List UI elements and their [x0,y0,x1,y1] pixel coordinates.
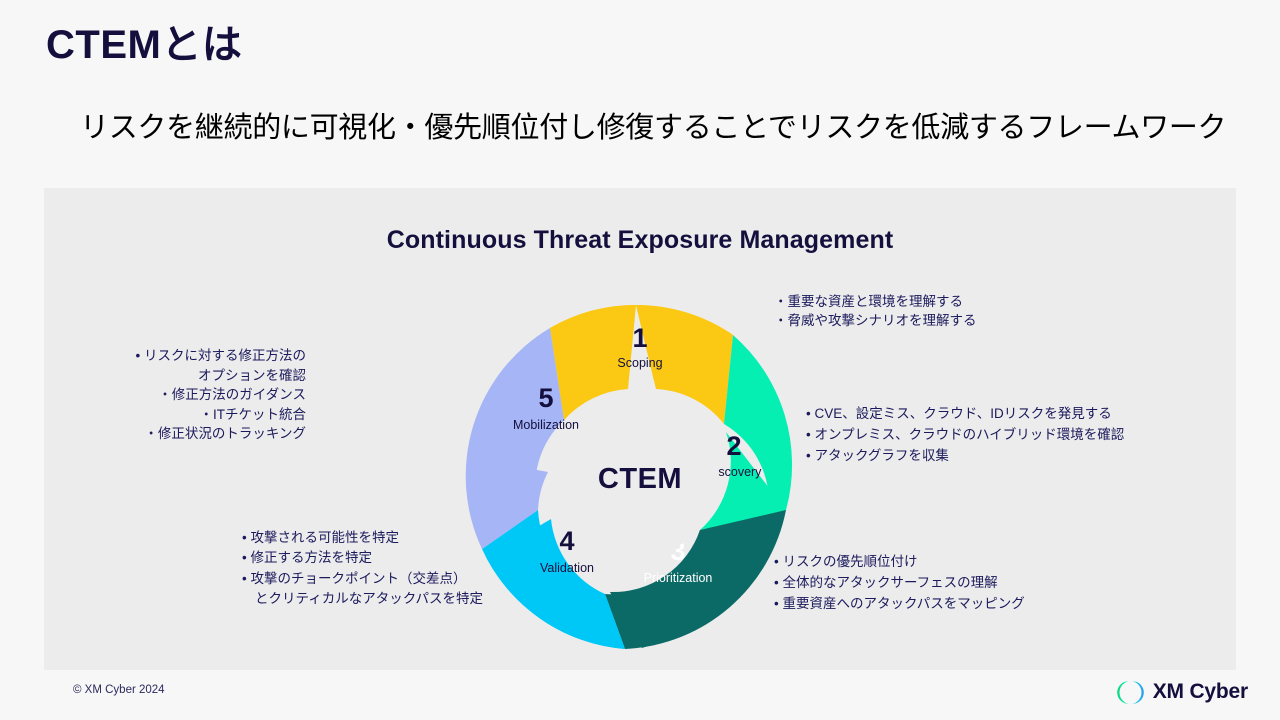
segment-number-1: 1 [632,323,647,353]
segment-label-mobilization: Mobilization [513,418,579,432]
callout-mobilization-bullet-1: • リスクに対する修正方法の [135,348,306,363]
donut-segment-mobilization[interactable]: 5 Mobilization [465,328,579,549]
segment-number-2: 2 [726,431,741,461]
diagram-title: Continuous Threat Exposure Management [386,226,894,254]
segment-label-scoping: Scoping [617,356,662,370]
donut-segment-validation[interactable]: 4 Validation [482,510,625,649]
callout-scoping: ・重要な資産と環境を理解する ・脅威や攻撃シナリオを理解する [774,292,977,330]
callout-prioritization-bullet-1: • リスクの優先順位付け [774,554,918,569]
callout-prioritization: • リスクの優先順位付け • 全体的なアタックサーフェスの理解 • 重要資産への… [774,552,1025,615]
callout-scoping-bullet-2: ・脅威や攻撃シナリオを理解する [774,313,977,329]
callout-prioritization-bullet-2: • 全体的なアタックサーフェスの理解 [774,574,998,590]
callout-validation: • 攻撃される可能性を特定 • 修正する方法を特定 • 攻撃のチョークポイント（… [242,528,483,609]
callout-mobilization-bullet-2: ・修正方法のガイダンス [158,387,306,403]
page-subtitle: リスクを継続的に可視化・優先順位付し修復することでリスクを低減するフレームワーク [80,112,1227,144]
footer-copyright: © XM Cyber 2024 [73,684,165,696]
segment-number-4: 4 [559,526,574,556]
callout-prioritization-bullet-3: • 重要資産へのアタックパスをマッピング [774,595,1025,611]
callout-mobilization-bullet-1-continuation: オプションを確認 [198,367,306,383]
donut-segment-scoping[interactable]: 1 Scoping [550,304,733,424]
logo-wordmark: XM Cyber [1152,680,1248,703]
callout-mobilization: • リスクに対する修正方法の オプションを確認 ・修正方法のガイダンス ・ITチ… [76,346,306,444]
ctem-cycle-diagram: 1 Scoping 2 Discovery 3 Prioritization [442,292,838,662]
callout-scoping-bullet-1: ・重要な資産と環境を理解する [774,294,963,309]
donut-hole [561,398,719,556]
donut-center-label: CTEM [598,463,682,495]
callout-discovery-bullet-2: • オンプレミス、クラウドのハイブリッド環境を確認 [806,426,1125,442]
page-title: CTEMとは [46,23,243,67]
callout-discovery-bullet-3: • アタックグラフを収集 [806,447,949,463]
callout-validation-bullet-3: • 攻撃のチョークポイント（交差点） [242,570,467,586]
callout-discovery-bullet-1: • CVE、設定ミス、クラウド、IDリスクを発見する [806,406,1112,421]
callout-validation-bullet-3-continuation: とクリティカルなアタックパスを特定 [255,590,484,606]
callout-validation-bullet-2: • 修正する方法を特定 [242,550,372,566]
callout-mobilization-bullet-3: ・ITチケット統合 [199,406,307,422]
callout-validation-bullet-1: • 攻撃される可能性を特定 [242,530,399,545]
segment-label-discovery: Discovery [707,465,763,479]
ctem-donut-svg: 1 Scoping 2 Discovery 3 Prioritization [465,304,793,649]
xm-cyber-logo: XM Cyber [1116,678,1248,706]
callout-discovery: • CVE、設定ミス、クラウド、IDリスクを発見する • オンプレミス、クラウド… [806,404,1124,467]
xm-cyber-mark-icon [1116,680,1144,704]
segment-label-validation: Validation [540,561,594,575]
callout-mobilization-bullet-4: ・修正状況のトラッキング [144,426,306,442]
segment-number-5: 5 [538,383,553,413]
diagram-panel: Continuous Threat Exposure Management 1 … [44,188,1236,670]
segment-label-prioritization: Prioritization [644,571,713,585]
